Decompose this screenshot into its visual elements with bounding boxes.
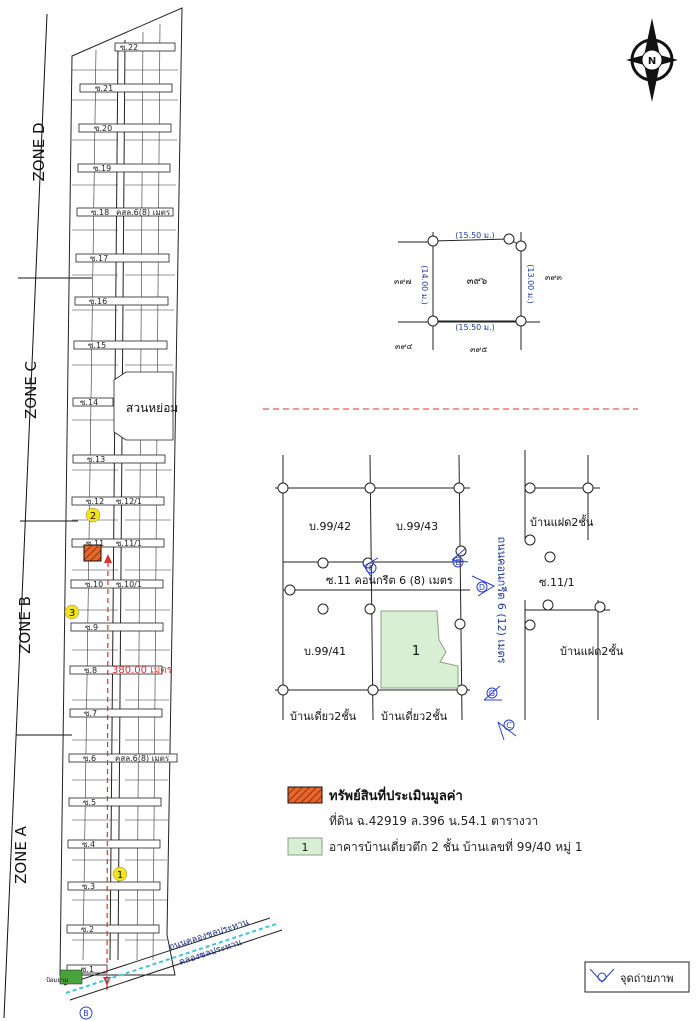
soi-12-label: ซ.12 bbox=[86, 497, 104, 506]
parcel-side-left: (14.00 ม.) bbox=[420, 265, 429, 305]
photo-point-g-label: G bbox=[489, 689, 495, 698]
soi-18-label: ซ.18 bbox=[91, 208, 109, 217]
photo-point-markers bbox=[363, 547, 517, 741]
zone-c-label: ZONE C bbox=[22, 361, 40, 419]
soi-7-label: ซ.7 bbox=[84, 709, 97, 718]
marker-3-label: 3 bbox=[69, 608, 75, 619]
subject-parcel-marker[interactable] bbox=[83, 544, 102, 562]
soi-19-label: ซ.19 bbox=[93, 164, 111, 173]
legend-asset-detail: ที่ดิน ฉ.42919 ล.396 น.54.1 ตารางวา bbox=[329, 812, 538, 828]
route-arrow-bottom bbox=[103, 977, 111, 986]
road-note-top: คสล.6(8) เมตร bbox=[116, 208, 171, 217]
project-outline bbox=[59, 7, 183, 976]
soi-12-1-label: ซ.12/1 bbox=[116, 497, 142, 506]
soi-14-label: ซ.14 bbox=[80, 398, 98, 407]
twin-house-bottom-label: บ้านแฝด2ชั้น bbox=[560, 643, 624, 658]
soi-6-label: ซ.6 bbox=[83, 754, 96, 763]
legend-building-swatch bbox=[287, 837, 323, 856]
parcel-neighbor-bottom-right: ๓๙๕ bbox=[470, 345, 487, 354]
legend-asset-swatch bbox=[287, 786, 323, 804]
soi-11-road-label: ซ.11 คอนกรีต 6 (8) เมตร bbox=[326, 574, 453, 587]
photo-markers: 2 3 1 bbox=[64, 507, 128, 882]
soi-1-label: ซ.1 bbox=[81, 965, 94, 974]
soi-4-label: ซ.4 bbox=[82, 840, 95, 849]
soi-labels: ซ.22 ซ.21 ซ.20 ซ.19 ซ.18 ซ.17 ซ.16 ซ.15 … bbox=[80, 43, 142, 974]
photo-legend-label: จุดถ่ายภาพ bbox=[620, 972, 674, 985]
soi-22-label: ซ.22 bbox=[120, 43, 138, 52]
house-99-42-label: บ.99/42 bbox=[309, 520, 351, 533]
photo-legend-box bbox=[584, 961, 690, 993]
photo-point-c-label: C bbox=[506, 721, 512, 730]
soi-13-label: ซ.13 bbox=[87, 455, 105, 464]
soi-bars bbox=[66, 42, 178, 974]
compass-north-icon: N bbox=[626, 18, 678, 102]
photo-point-f-label: F bbox=[369, 564, 374, 573]
parcel-side-bottom: (15.50 ม.) bbox=[455, 323, 495, 332]
soi-8-label: ซ.8 bbox=[84, 666, 97, 675]
marker-b-label: B bbox=[83, 1009, 89, 1018]
distance-label: 380.00 เมตร bbox=[112, 665, 173, 676]
parcel-side-right: (13.00 ม.) bbox=[526, 264, 535, 304]
photo-point-e-label: E bbox=[455, 558, 460, 567]
single-house-right-label: บ้านเดี่ยว2ชั้น bbox=[381, 708, 448, 723]
soi-11-1-label: ซ.11/1 bbox=[116, 539, 142, 548]
zone-a-label: ZONE A bbox=[12, 825, 30, 884]
marker-1-label: 1 bbox=[117, 870, 123, 881]
soi-11-label: ซ.11 bbox=[86, 539, 104, 548]
soi-10-1-label: ซ.10/1 bbox=[116, 580, 142, 589]
zone-b-label: ZONE B bbox=[16, 596, 34, 654]
legend-building-number: 1 bbox=[302, 841, 309, 854]
parcel-neighbor-left: ๓๙๗ bbox=[394, 277, 411, 286]
main-road-label: ถนนคอนกรีต 6 (12) เมตร bbox=[495, 536, 508, 663]
soi-17-label: ซ.17 bbox=[90, 254, 108, 263]
soi-15-label: ซ.15 bbox=[88, 341, 106, 350]
photo-legend-icon bbox=[589, 968, 615, 983]
parcel-center-number: ๓๙๖ bbox=[467, 276, 488, 287]
legend-building-desc: อาคารบ้านเดี่ยวตึก 2 ชั้น บ้านเลขที่ 99/… bbox=[329, 838, 582, 855]
parcel-plan bbox=[398, 232, 540, 350]
detail-vertices bbox=[277, 482, 606, 696]
compass-north-label: N bbox=[648, 56, 656, 67]
soi-2-label: ซ.2 bbox=[81, 925, 94, 934]
house-99-43-label: บ.99/43 bbox=[396, 520, 438, 533]
parcel-side-top: (15.50 ม.) bbox=[455, 231, 495, 240]
guard-house-label: ป้อมยาม bbox=[46, 977, 68, 984]
twin-house-top-label: บ้านแฝด2ชั้น bbox=[530, 514, 594, 529]
single-house-left-label: บ้านเดี่ยว2ชั้น bbox=[290, 708, 357, 723]
soi-16-label: ซ.16 bbox=[89, 297, 107, 306]
building-1-label: 1 bbox=[412, 644, 420, 659]
soi-9-label: ซ.9 bbox=[85, 623, 98, 632]
route-arrow-top bbox=[104, 554, 112, 563]
zone-d-label: ZONE D bbox=[30, 122, 48, 181]
road-note-bottom: คสล.6(8) เมตร bbox=[115, 754, 170, 763]
soi-20-label: ซ.20 bbox=[94, 124, 112, 133]
soi-5-label: ซ.5 bbox=[83, 798, 96, 807]
soi-21-label: ซ.21 bbox=[95, 84, 113, 93]
marker-2-label: 2 bbox=[90, 511, 96, 522]
park-area bbox=[113, 371, 174, 441]
soi-3-label: ซ.3 bbox=[82, 882, 95, 891]
photo-point-d-label: D bbox=[479, 583, 485, 592]
guard-house bbox=[59, 969, 83, 985]
building-1-footprint[interactable] bbox=[380, 610, 459, 689]
park-label: สวนหย่อม bbox=[126, 401, 178, 415]
soi-10-label: ซ.10 bbox=[85, 580, 103, 589]
house-99-41-label: บ.99/41 bbox=[304, 645, 346, 658]
parcel-neighbor-bottom-left: ๓๙๔ bbox=[395, 342, 412, 351]
legend-asset-title: ทรัพย์สินที่ประเมินมูลค่า bbox=[329, 786, 463, 804]
parcel-neighbor-right: ๓๙๓ bbox=[545, 273, 562, 282]
soi-11-1-road-label: ซ.11/1 bbox=[539, 576, 575, 589]
canal-road bbox=[63, 917, 283, 1001]
